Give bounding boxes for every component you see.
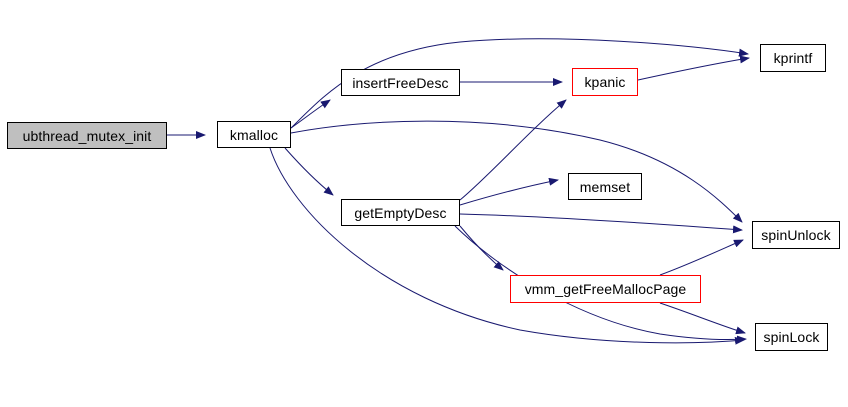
edge-getEmptyDesc-to-spinLock (454, 225, 747, 344)
node-getEmptyDesc[interactable]: getEmptyDesc (341, 199, 460, 226)
edge-getEmptyDesc-to-vmm_getFreeMallocPage (459, 225, 504, 271)
node-spinLock[interactable]: spinLock (755, 323, 828, 351)
node-label-kprintf: kprintf (773, 50, 813, 66)
node-memset[interactable]: memset (568, 173, 642, 200)
node-label-kpanic: kpanic (584, 74, 626, 90)
edge-kmalloc-to-kprintf (290, 38, 749, 129)
node-kpanic[interactable]: kpanic (572, 68, 638, 96)
node-label-spinUnlock: spinUnlock (761, 227, 831, 243)
node-label-getEmptyDesc: getEmptyDesc (354, 204, 447, 221)
node-label-insertFreeDesc: insertFreeDesc (352, 74, 449, 91)
edge-getEmptyDesc-to-memset (459, 177, 559, 206)
edge-kpanic-to-kprintf (637, 55, 750, 81)
node-ubthread_mutex_init[interactable]: ubthread_mutex_init (7, 122, 167, 149)
node-insertFreeDesc[interactable]: insertFreeDesc (341, 69, 460, 96)
node-label-kmalloc: kmalloc (229, 126, 279, 143)
edge-kmalloc-to-spinLock (269, 147, 745, 345)
node-label-spinLock: spinLock (763, 329, 820, 345)
node-label-vmm_getFreeMallocPage: vmm_getFreeMallocPage (524, 281, 687, 297)
node-spinUnlock[interactable]: spinUnlock (752, 221, 840, 249)
edge-vmm_getFreeMallocPage-to-spinLock (659, 302, 746, 335)
node-label-ubthread_mutex_init: ubthread_mutex_init (22, 127, 152, 144)
node-kmalloc[interactable]: kmalloc (217, 121, 291, 148)
edge-kmalloc-to-insertFreeDesc (290, 99, 331, 129)
edge-getEmptyDesc-to-spinUnlock (459, 213, 743, 234)
edge-vmm_getFreeMallocPage-to-spinUnlock (659, 239, 744, 276)
edge-kmalloc-to-getEmptyDesc (284, 147, 334, 196)
edges-group (167, 38, 750, 345)
edge-getEmptyDesc-to-kpanic (459, 99, 567, 201)
node-vmm_getFreeMallocPage[interactable]: vmm_getFreeMallocPage (510, 275, 701, 303)
node-kprintf[interactable]: kprintf (760, 44, 826, 72)
node-label-memset: memset (579, 178, 631, 195)
edge-kmalloc-to-spinUnlock (290, 120, 743, 223)
